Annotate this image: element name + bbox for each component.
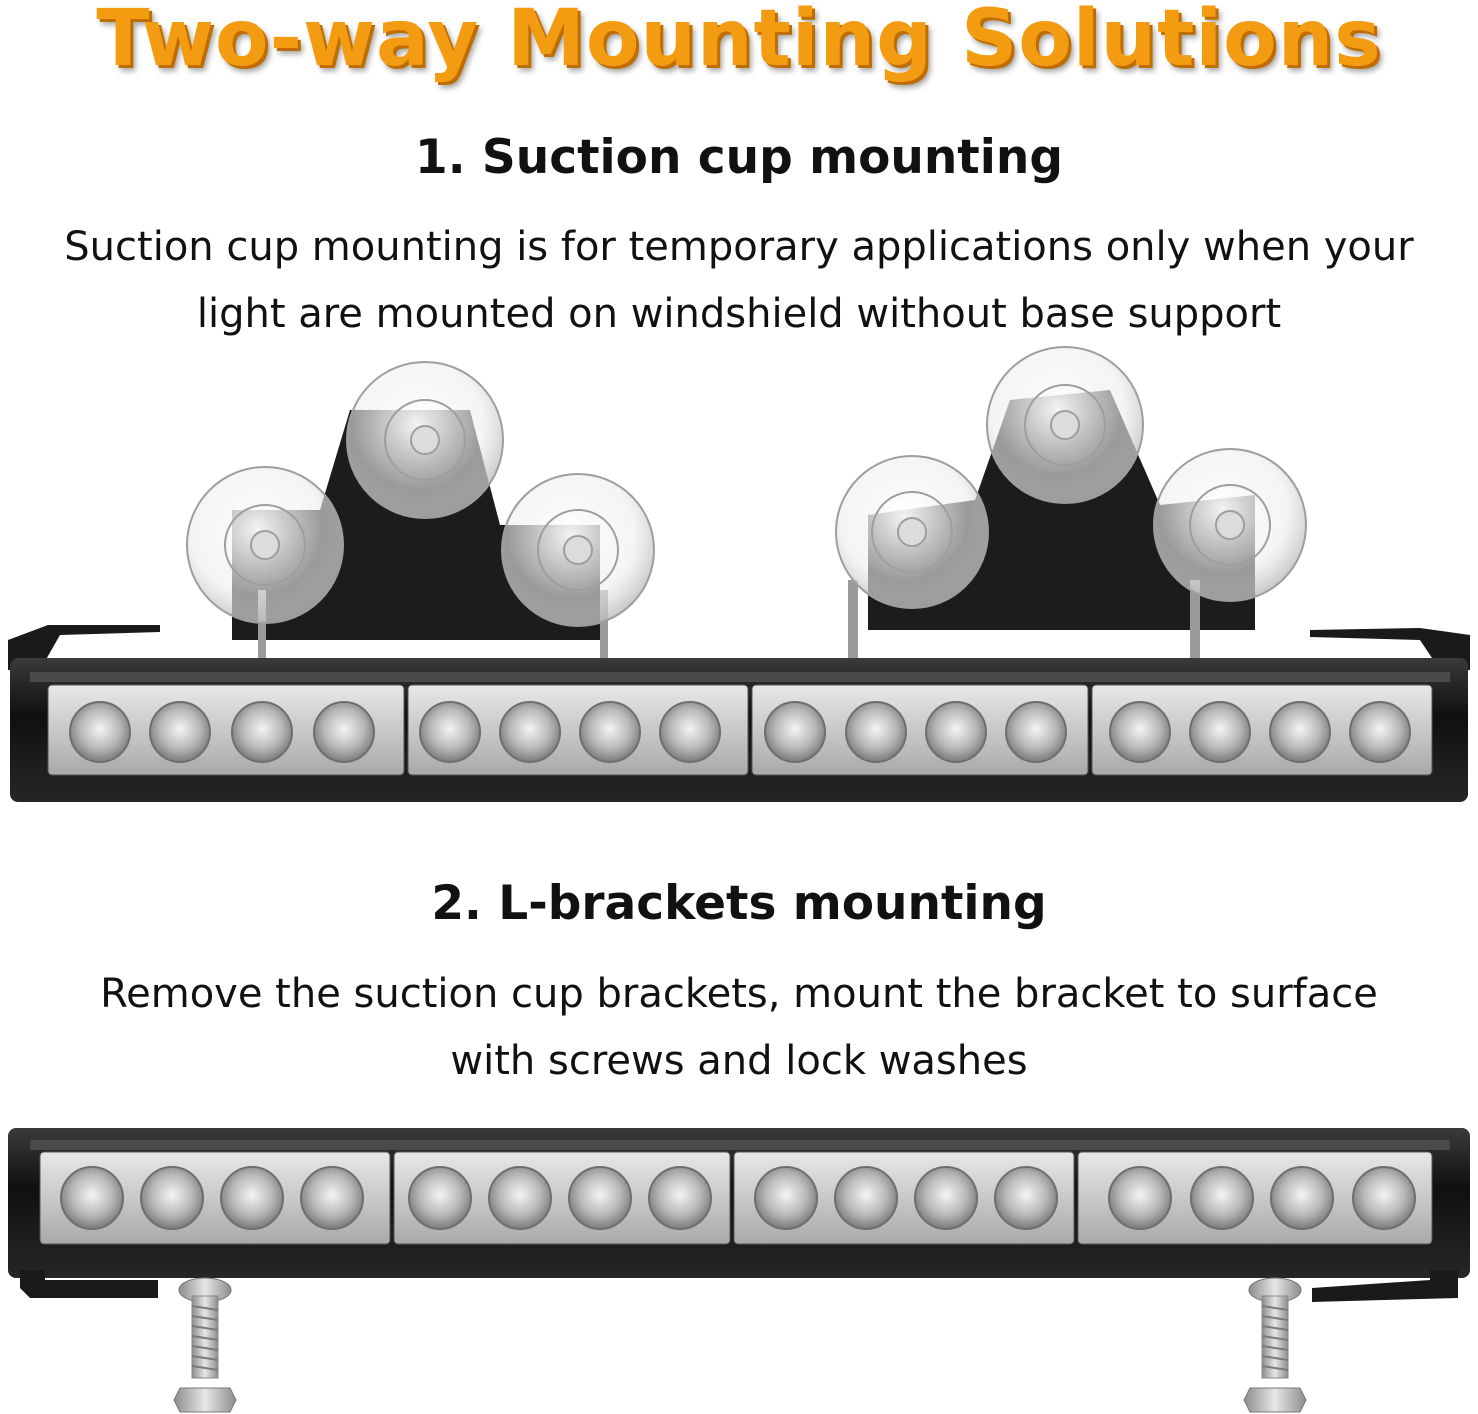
suction-cup-icon bbox=[186, 466, 344, 624]
main-title: Two-way Mounting Solutions bbox=[96, 0, 1382, 84]
description-line-2: light are mounted on windshield without … bbox=[196, 291, 1282, 337]
suction-cup-icon bbox=[346, 361, 504, 519]
description-line-3: Remove the suction cup brackets, mount t… bbox=[100, 971, 1378, 1017]
l-bracket-right bbox=[1312, 1270, 1458, 1302]
section-heading-suction: 1. Suction cup mounting bbox=[415, 130, 1063, 185]
suction-cup-icon bbox=[501, 473, 655, 627]
nut-icon bbox=[1243, 1387, 1307, 1413]
led-modules bbox=[47, 684, 1433, 776]
suction-cup-light-bar-image bbox=[8, 346, 1470, 802]
nut-icon bbox=[173, 1387, 237, 1413]
l-bracket-light-bar-image bbox=[8, 1128, 1470, 1413]
l-bracket-left bbox=[20, 1270, 158, 1298]
description-line-4: with screws and lock washes bbox=[450, 1038, 1028, 1084]
section-heading-l-brackets: 2. L-brackets mounting bbox=[431, 876, 1047, 931]
screw-icon bbox=[173, 1277, 237, 1413]
suction-cup-icon bbox=[986, 346, 1144, 504]
suction-cup-icon bbox=[835, 455, 989, 609]
led-modules bbox=[39, 1151, 1433, 1245]
screw-icon bbox=[1243, 1277, 1307, 1413]
description-line-1: Suction cup mounting is for temporary ap… bbox=[64, 224, 1414, 270]
suction-cup-icon bbox=[1153, 448, 1307, 602]
